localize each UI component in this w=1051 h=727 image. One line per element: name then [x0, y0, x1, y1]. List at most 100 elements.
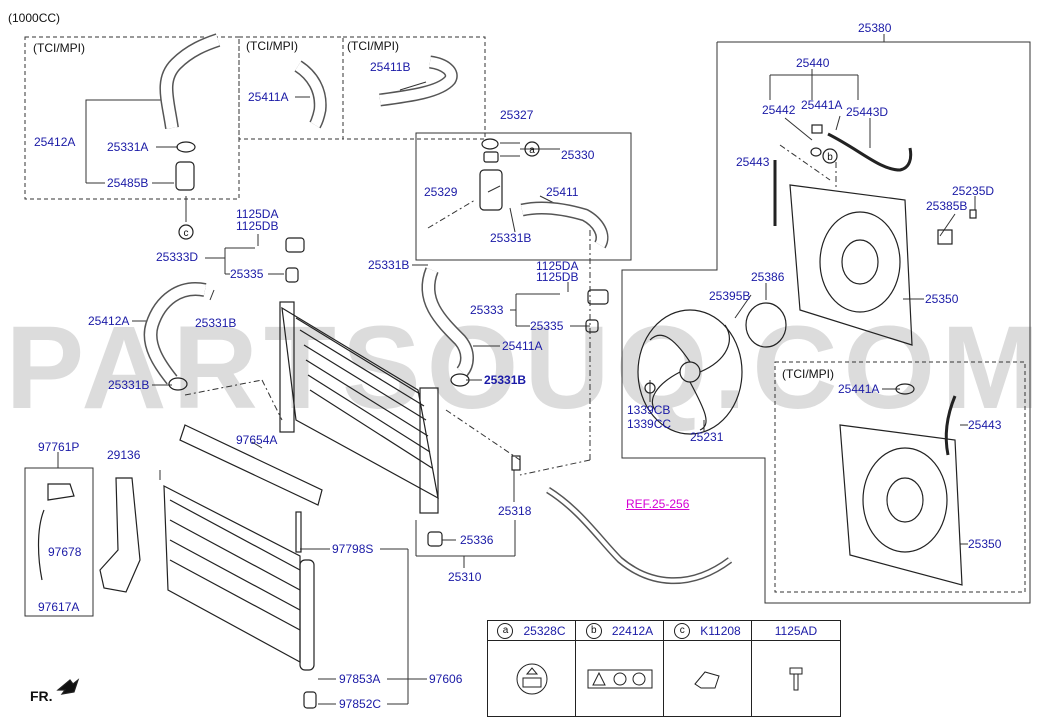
- part-25386[interactable]: 25386: [751, 270, 785, 284]
- legend-part-a[interactable]: 25328C: [523, 623, 566, 638]
- callout-a-letter: a: [529, 145, 535, 156]
- part-25412a-upper[interactable]: 25412A: [34, 135, 76, 149]
- part-1125da-left[interactable]: 1125DA: [236, 207, 279, 221]
- cushion-25335: [285, 267, 299, 283]
- housing-25329: [479, 169, 503, 211]
- cap-25333: [587, 289, 609, 305]
- fan-assembly-box: [621, 41, 1031, 604]
- part-25440[interactable]: 25440: [796, 56, 830, 70]
- part-1125db-left[interactable]: 1125DB: [236, 219, 279, 233]
- part-25235d[interactable]: 25235D: [952, 184, 995, 198]
- part-25485b[interactable]: 25485B: [107, 176, 149, 190]
- part-25411[interactable]: 25411: [546, 185, 579, 199]
- part-25231[interactable]: 25231: [690, 430, 724, 444]
- caution-label-icon: [587, 669, 652, 688]
- legend-part-d[interactable]: 1125AD: [774, 623, 818, 638]
- radiator-25310: [281, 306, 439, 500]
- part-25310[interactable]: 25310: [448, 570, 482, 584]
- part-97678[interactable]: 97678: [48, 545, 82, 559]
- part-97798s[interactable]: 97798S: [332, 542, 374, 556]
- drain-plug-25318: [511, 455, 521, 471]
- part-25412a-lower[interactable]: 25412A: [88, 314, 130, 328]
- shroud-25350-lower: [839, 424, 963, 586]
- tci-mpi-box-25411b: [342, 36, 486, 140]
- motor-25386: [745, 302, 787, 348]
- hose-25443d: [827, 132, 913, 172]
- group-label-tci-4: (TCI/MPI): [782, 367, 834, 381]
- hose-25411a-center: [422, 267, 473, 376]
- callout-a-circle: [524, 141, 540, 157]
- part-25331a[interactable]: 25331A: [107, 140, 149, 154]
- hose-25411a: [295, 61, 326, 128]
- part-25333[interactable]: 25333: [470, 303, 504, 317]
- part-25331b-right[interactable]: 25331B: [484, 373, 527, 387]
- part-25441a-lower[interactable]: 25441A: [838, 382, 880, 396]
- part-1339cb[interactable]: 1339CB: [627, 403, 671, 417]
- part-25350-lower[interactable]: 25350: [968, 537, 1002, 551]
- air-guard-97654a: [179, 424, 323, 506]
- part-25443d[interactable]: 25443D: [846, 105, 889, 119]
- part-25331b-lower-left[interactable]: 25331B: [195, 316, 237, 330]
- part-97617a[interactable]: 97617A: [38, 600, 80, 614]
- cap-25333d: [285, 237, 305, 253]
- hose-25411: [520, 202, 607, 248]
- part-1125db-right[interactable]: 1125DB: [536, 270, 579, 284]
- part-25330[interactable]: 25330: [561, 148, 595, 162]
- o-ring-25330: [481, 138, 499, 150]
- part-25443-lower[interactable]: 25443: [968, 418, 1002, 432]
- part-25335-left[interactable]: 25335: [230, 267, 264, 281]
- part-25318[interactable]: 25318: [498, 504, 532, 518]
- part-97654a[interactable]: 97654A: [236, 433, 278, 447]
- part-25331b-center[interactable]: 25331B: [368, 258, 410, 272]
- hose-25411b: [379, 57, 457, 105]
- part-25411a-top[interactable]: 25411A: [248, 90, 289, 104]
- part-25443-top[interactable]: 25443: [736, 155, 770, 169]
- hose-25443-lower: [944, 395, 957, 456]
- part-25329[interactable]: 25329: [424, 185, 458, 199]
- part-97852c[interactable]: 97852C: [339, 697, 382, 711]
- part-25380[interactable]: 25380: [858, 21, 892, 35]
- callout-b-circle: [822, 148, 838, 164]
- legend-image-c: [664, 641, 752, 716]
- fan-25231: [637, 309, 743, 435]
- part-97853a[interactable]: 97853A: [339, 672, 381, 686]
- part-25331b-left[interactable]: 25331B: [108, 378, 150, 392]
- deflector-29136: [99, 477, 141, 593]
- part-25335-right[interactable]: 25335: [530, 319, 564, 333]
- part-25441a-top[interactable]: 25441A: [801, 98, 843, 112]
- clamp-25331a: [176, 141, 196, 153]
- nut-1339cb: [644, 382, 656, 394]
- resistor-25385b: [937, 229, 953, 245]
- legend-key-b: b: [585, 622, 602, 639]
- warning-label-icon: [516, 663, 547, 694]
- legend-image-b: [576, 641, 664, 716]
- legend-part-b[interactable]: 22412A: [611, 623, 654, 638]
- group-label-tci-3: (TCI/MPI): [347, 39, 399, 53]
- part-25327[interactable]: 25327: [500, 108, 534, 122]
- radiator-right-tank: [419, 387, 439, 514]
- part-25411a-center[interactable]: 25411A: [502, 339, 543, 353]
- tci-mpi-box-hose: [24, 36, 240, 200]
- grommet-25442: [810, 147, 822, 157]
- cushion-25335-right: [585, 319, 599, 333]
- thermostat-group-box: [415, 132, 632, 261]
- part-25336[interactable]: 25336: [460, 533, 494, 547]
- part-1339cc[interactable]: 1339CC: [627, 417, 672, 431]
- part-25331b-thermo[interactable]: 25331B: [490, 231, 532, 245]
- part-29136[interactable]: 29136: [107, 448, 141, 462]
- clip-25441a: [811, 124, 823, 134]
- part-1125da-right[interactable]: 1125DA: [536, 259, 579, 273]
- plug-97852c: [303, 691, 317, 709]
- part-97606[interactable]: 97606: [429, 672, 463, 686]
- part-97761p[interactable]: 97761P: [38, 440, 80, 454]
- part-25395b[interactable]: 25395B: [709, 289, 751, 303]
- part-25385b[interactable]: 25385B: [926, 199, 968, 213]
- legend-part-c[interactable]: K11208: [700, 623, 741, 638]
- part-25350-top[interactable]: 25350: [925, 292, 959, 306]
- part-25442[interactable]: 25442: [762, 103, 796, 117]
- engine-title: (1000CC): [8, 11, 61, 25]
- part-25411b[interactable]: 25411B: [370, 60, 411, 74]
- ref-link-25-256[interactable]: REF.25-256: [626, 497, 690, 511]
- clamp-25331b-right: [450, 373, 470, 387]
- part-25333d[interactable]: 25333D: [156, 250, 199, 264]
